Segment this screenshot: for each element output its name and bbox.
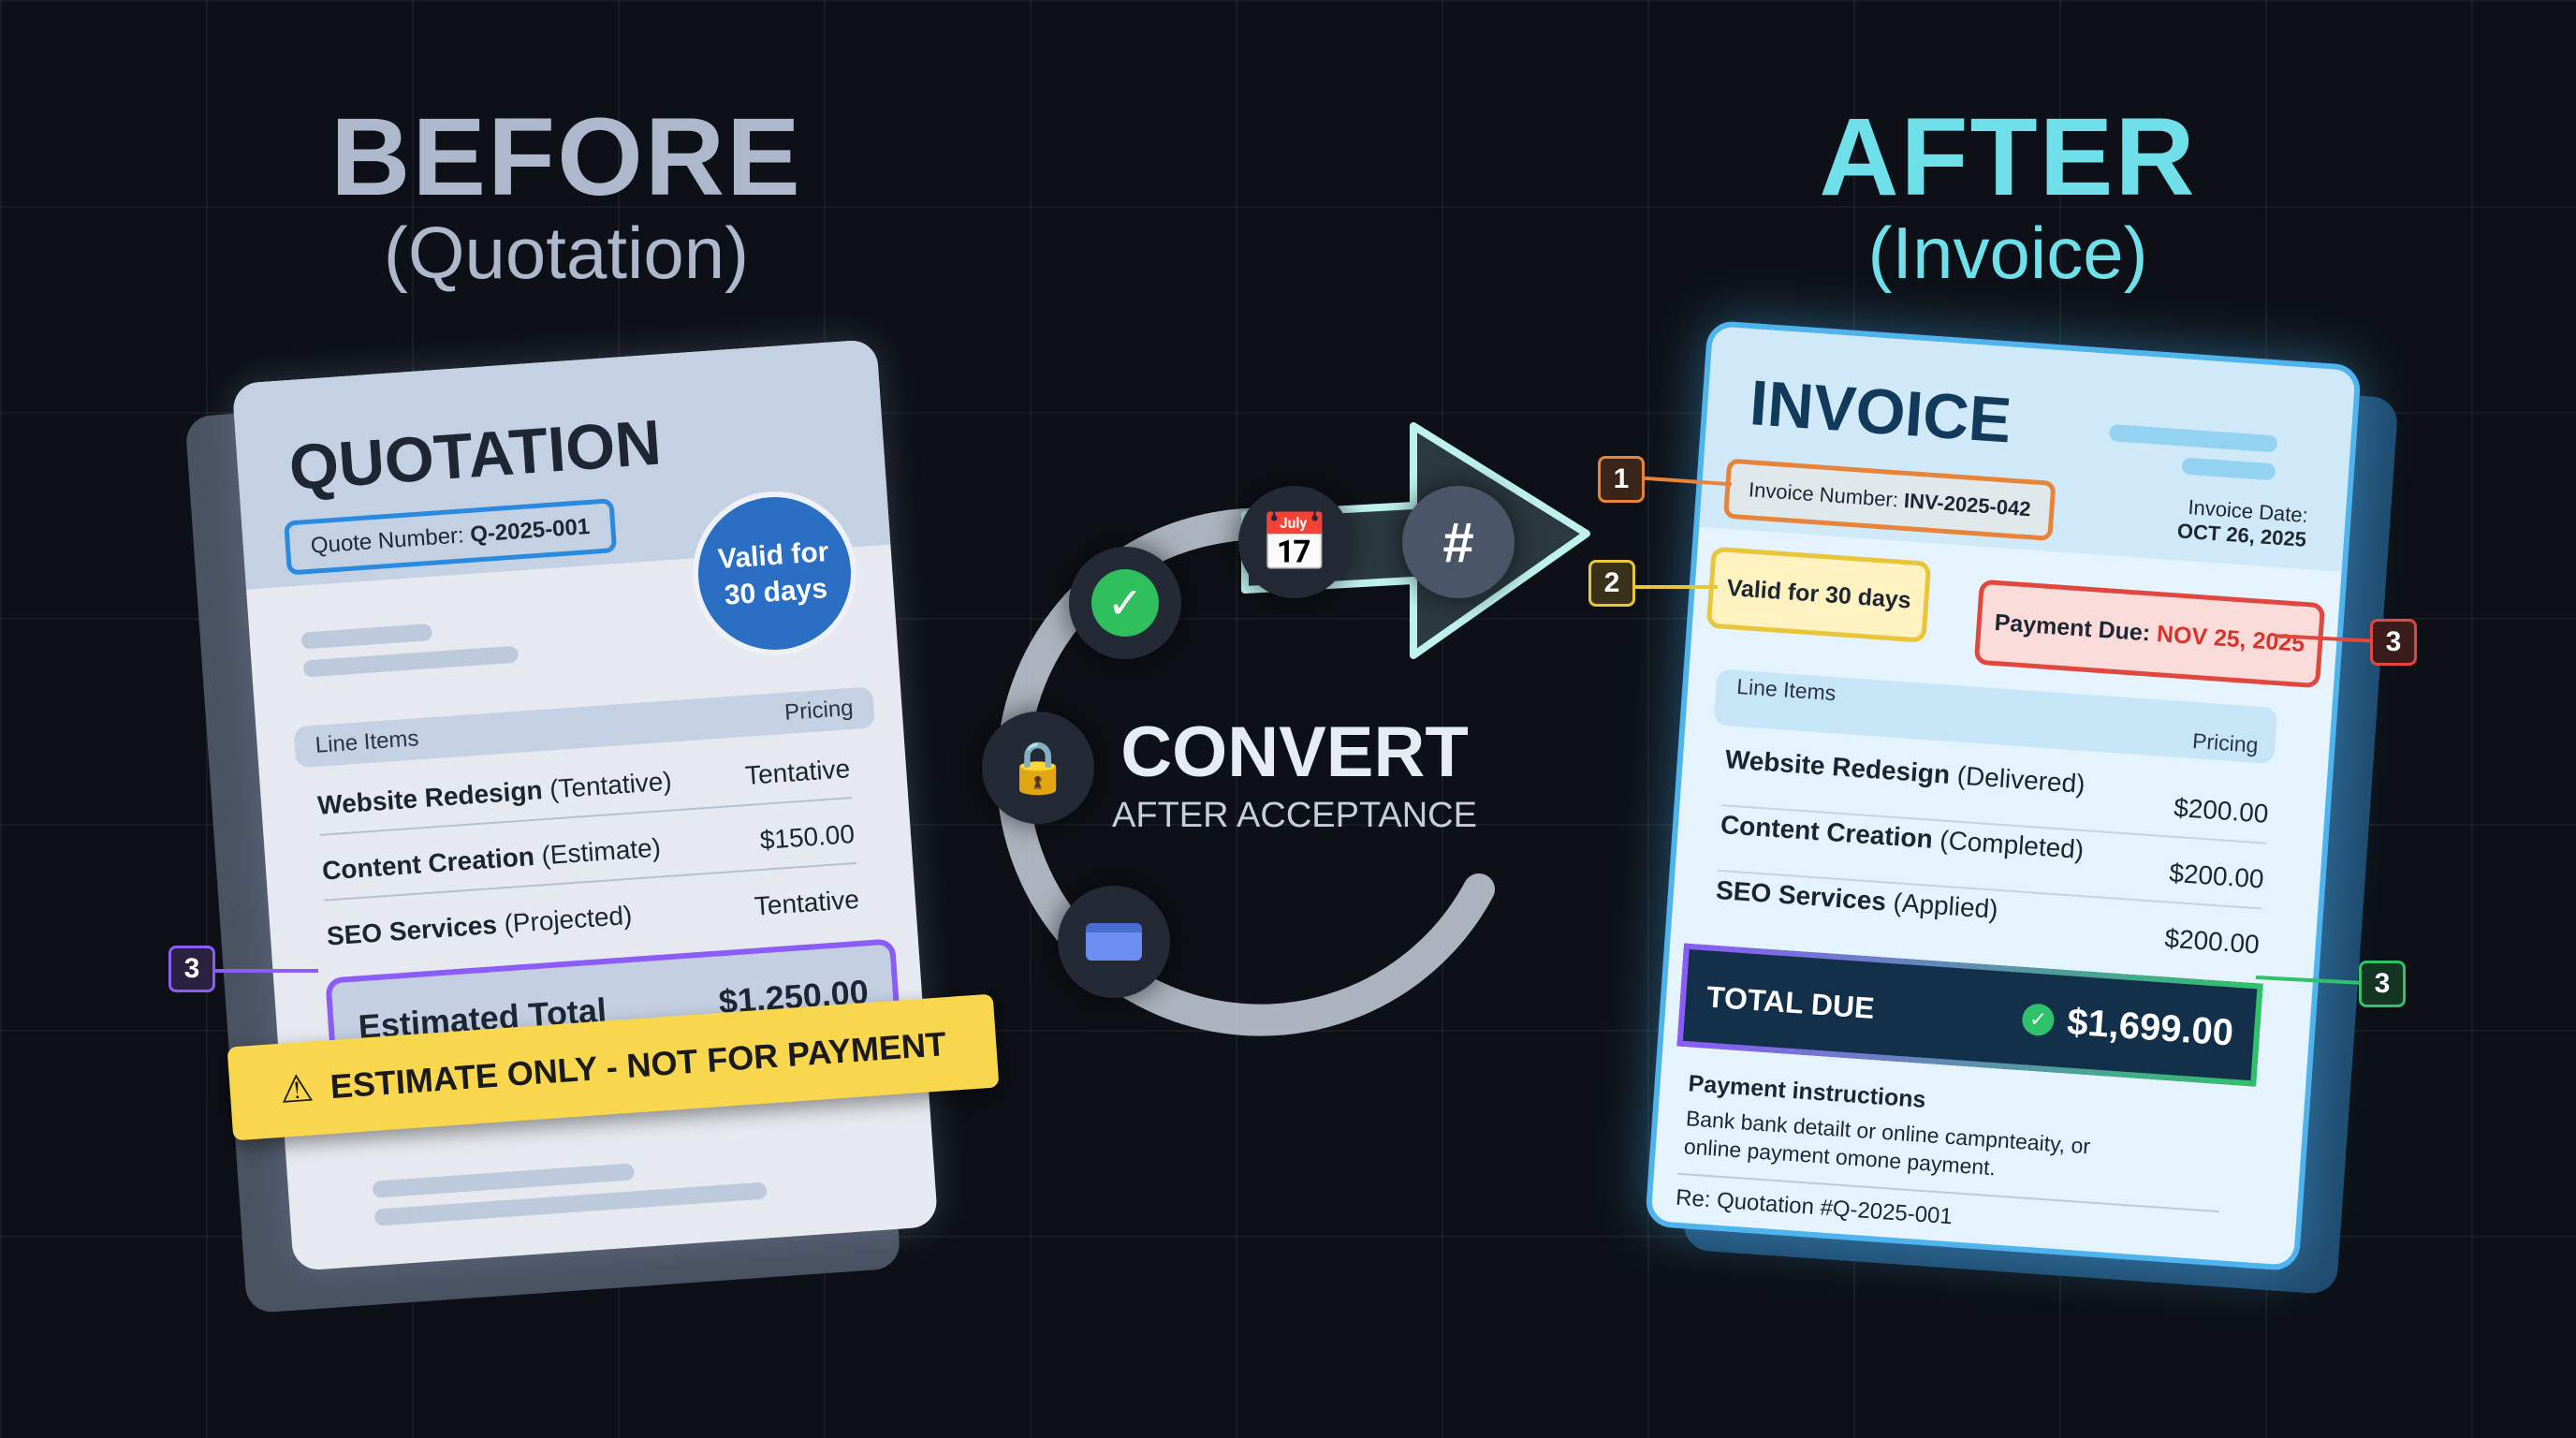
line-item: Content Creation (Estimate) $150.00 — [321, 819, 857, 902]
payment-due-label: Payment Due: — [1993, 609, 2152, 647]
item-price: $200.00 — [2168, 858, 2265, 894]
item-price: $200.00 — [2173, 792, 2270, 829]
item-status: (Projected) — [503, 900, 634, 939]
item-status: (Tentative) — [549, 766, 673, 804]
callout-3-green: 3 — [2359, 961, 2406, 1007]
item-status: (Completed) — [1939, 825, 2086, 865]
validity-badge-text: Valid for 30 days — [716, 536, 830, 611]
placeholder-bar — [302, 645, 520, 678]
lock-icon: 🔒 — [982, 712, 1094, 824]
callout-1: 1 — [1598, 456, 1645, 503]
paid-check-icon: ✓ — [2021, 1003, 2056, 1037]
callout-3-red: 3 — [2370, 619, 2417, 666]
callout-2: 2 — [1588, 560, 1635, 607]
check-icon: ✓ — [1069, 547, 1181, 659]
line-items-label: Line Items — [1735, 673, 1837, 706]
total-due-label: TOTAL DUE — [1705, 978, 1876, 1025]
placeholder-bar — [300, 623, 433, 650]
item-price: $200.00 — [2163, 923, 2261, 960]
after-title: AFTER — [1819, 95, 2197, 219]
item-name: Content Creation — [321, 841, 535, 886]
item-status: (Delivered) — [1955, 760, 2086, 800]
credit-card-icon — [1058, 886, 1170, 998]
warning-icon: ⚠ — [278, 1067, 315, 1111]
before-title: BEFORE — [330, 95, 802, 219]
invoice-date-block: Invoice Date: OCT 26, 2025 — [2176, 494, 2308, 552]
placeholder-bar — [372, 1163, 636, 1198]
callout-3-purple: 3 — [168, 946, 215, 992]
payment-due-box: Payment Due: NOV 25, 2025 — [1973, 579, 2326, 689]
validity-box: Valid for 30 days — [1705, 546, 1932, 643]
callout-connector — [1633, 585, 1718, 589]
item-name: Website Redesign — [1723, 744, 1952, 789]
line-item: Website Redesign (Tentative) Tentative — [316, 754, 853, 836]
quotation-reference: Re: Quotation #Q-2025-001 — [1675, 1184, 1954, 1230]
before-subtitle: (Quotation) — [383, 212, 750, 294]
item-price: Tentative — [753, 884, 860, 921]
item-price: Tentative — [744, 754, 852, 790]
quote-number: Q-2025-001 — [469, 513, 592, 548]
invoice-card: INVOICE Invoice Number: INV-2025-042 Inv… — [1645, 319, 2362, 1272]
calendar-icon: 📅 — [1238, 486, 1351, 598]
line-items-label: Line Items — [314, 726, 420, 758]
warning-text: ESTIMATE ONLY - NOT FOR PAYMENT — [329, 1024, 948, 1107]
invoice-number-label: Invoice Number: — [1748, 477, 1899, 512]
line-items-header: Line Items Pricing — [293, 686, 875, 769]
hash-symbol: # — [1442, 510, 1474, 574]
item-price: $150.00 — [758, 819, 856, 856]
total-due-value: $1,699.00 — [2065, 1000, 2235, 1054]
item-status: (Applied) — [1892, 888, 1999, 924]
item-name: Website Redesign — [316, 775, 544, 820]
pricing-label: Pricing — [783, 695, 855, 726]
payment-due-date: NOV 25, 2025 — [2156, 621, 2306, 658]
convert-title: CONVERT — [1120, 712, 1469, 792]
pricing-label: Pricing — [2191, 727, 2260, 757]
invoice-number: INV-2025-042 — [1903, 488, 2032, 521]
item-name: SEO Services — [326, 909, 498, 951]
convert-subtitle: AFTER ACCEPTANCE — [1112, 796, 1477, 835]
hash-icon: # — [1402, 486, 1515, 598]
callout-connector — [215, 969, 318, 973]
item-status: (Estimate) — [540, 832, 662, 871]
after-subtitle: (Invoice) — [1867, 212, 2148, 294]
quote-number-label: Quote Number: — [310, 522, 465, 559]
